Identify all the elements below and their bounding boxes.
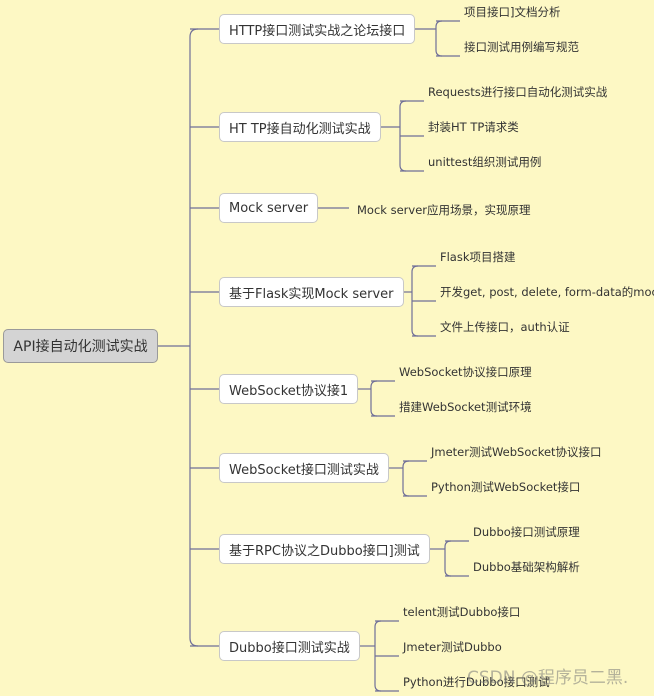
leaf-node[interactable]: 开发get, post, delete, form-data的mock — [440, 285, 654, 299]
leaf-bracket — [444, 540, 452, 577]
leaf-node[interactable]: unittest组织测试用例 — [428, 155, 542, 169]
leaf-node[interactable]: Jmeter测试Dubbo — [403, 640, 502, 654]
branch-node-mock-server[interactable]: Mock server — [219, 193, 319, 223]
leaf-bracket — [435, 20, 443, 57]
leaf-node[interactable]: Mock server应用场景，实现原理 — [357, 203, 531, 217]
leaf-node[interactable]: 接口测试用例编写规范 — [464, 40, 579, 54]
watermark: CSDN @程序员二黑. — [467, 668, 629, 688]
branch-node-websocket-protocol[interactable]: WebSocket协议接1 — [219, 374, 359, 404]
leaf-node[interactable]: 封装HT TP请求类 — [428, 120, 519, 134]
branch-label: 基于RPC协议之Dubbo接口]测试 — [229, 543, 420, 559]
leaf-node[interactable]: Dubbo接口测试原理 — [473, 525, 580, 539]
branch-node-flask-mock[interactable]: 基于Flask实现Mock server — [219, 277, 404, 307]
branch-node-dubbo-practice[interactable]: Dubbo接口测试实战 — [219, 631, 360, 661]
leaf-bracket — [402, 460, 410, 497]
trunk-line — [189, 28, 199, 647]
leaf-node[interactable]: Requests进行接口自动化测试实战 — [428, 85, 608, 99]
branch-node-rpc-dubbo[interactable]: 基于RPC协议之Dubbo接口]测试 — [219, 534, 430, 564]
branch-label: WebSocket接口测试实战 — [229, 462, 379, 478]
leaf-node[interactable]: 措建WebSocket测试环境 — [399, 400, 532, 414]
leaf-node[interactable]: Python进行Dubbo接口测试 — [403, 675, 550, 689]
root-label: API接自动化测试实战 — [13, 339, 148, 355]
leaf-bracket — [370, 380, 378, 417]
leaf-node[interactable]: 项目接口]文档分析 — [464, 5, 561, 19]
branch-label: Dubbo接口测试实战 — [229, 640, 350, 656]
leaf-node[interactable]: telent测试Dubbo接口 — [403, 605, 521, 619]
leaf-node[interactable]: Flask项目搭建 — [440, 250, 516, 264]
leaf-node[interactable]: Jmeter测试WebSocket协议接口 — [431, 445, 602, 459]
leaf-node[interactable]: WebSocket协议接口原理 — [399, 365, 532, 379]
branch-label: 基于Flask实现Mock server — [229, 286, 394, 302]
branch-node-websocket-practice[interactable]: WebSocket接口测试实战 — [219, 453, 389, 483]
leaf-node[interactable]: Dubbo基础架构解析 — [473, 560, 580, 574]
branch-node-http-forum[interactable]: HTTP接口测试实战之论坛接口 — [219, 14, 416, 44]
branch-label: HTTP接口测试实战之论坛接口 — [229, 23, 406, 39]
branch-label: HT TP接自动化测试实战 — [229, 121, 371, 137]
branch-node-http-automation[interactable]: HT TP接自动化测试实战 — [219, 112, 381, 142]
leaf-node[interactable]: Python测试WebSocket接口 — [431, 480, 581, 494]
leaf-node[interactable]: 文件上传接口，auth认证 — [440, 320, 570, 334]
root-node[interactable]: API接自动化测试实战 — [3, 329, 158, 363]
branch-label: WebSocket协议接1 — [229, 383, 349, 399]
branch-label: Mock server — [229, 200, 309, 216]
